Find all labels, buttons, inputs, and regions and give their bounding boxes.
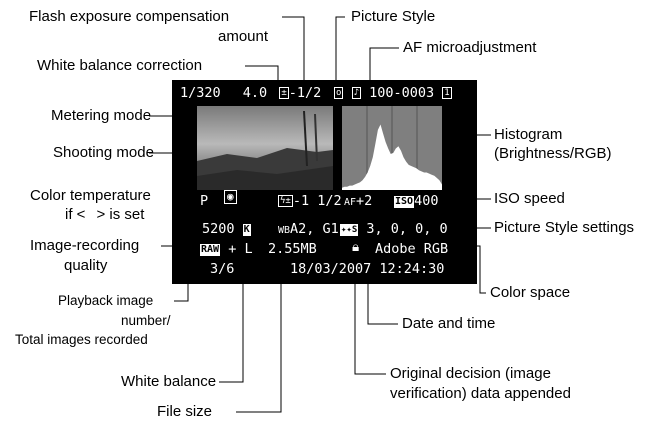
k-icon [85, 209, 97, 220]
odd-label-2: verification) data appended [390, 385, 571, 402]
af-adjust-icon: AF [344, 197, 357, 208]
date-time-label: Date and time [402, 315, 496, 332]
histogram [342, 106, 442, 190]
color-temp-label: Color temperature [30, 187, 151, 204]
exposure-comp: -1/2 [288, 85, 322, 101]
histogram-area [342, 124, 442, 190]
flash-comp-label: Flash exposure compensation [29, 8, 230, 25]
quality-row: RAW + L [200, 241, 253, 257]
metering-mode-icon: ◉ [224, 190, 237, 206]
flash-comp-label-2: amount [218, 28, 269, 45]
playback-label-2: number/ [121, 313, 171, 328]
iso-label: ISO speed [494, 190, 565, 207]
protect-icon: o [334, 87, 344, 99]
af-micro-label: AF microadjustment [403, 39, 537, 56]
file-size-label: File size [157, 403, 213, 420]
shooting-mode-label: Shooting mode [53, 144, 154, 161]
image-quality-label: Image-recording [30, 237, 140, 254]
screen-top-right: o ♪ 100-0003 1 [334, 85, 452, 101]
file-size: 2.55MB [268, 241, 317, 257]
af-adjust-value: +2 [356, 193, 373, 209]
shooting-mode: P [200, 193, 209, 209]
histogram-label-2: (Brightness/RGB) [494, 145, 612, 162]
thumbnail-image [197, 106, 333, 190]
ps-settings-label: Picture Style settings [494, 219, 635, 236]
color-temp-row: 5200 K [202, 221, 251, 237]
wb-k-badge: K [242, 224, 251, 236]
picture-style-label: Picture Style [351, 8, 436, 25]
playback-label-3: Total images recorded [15, 332, 148, 347]
iso-badge: ISO [394, 196, 415, 208]
flash-comp-icon: ϟ± [278, 195, 293, 207]
white-balance-label: White balance [121, 373, 217, 390]
picture-style-row: ✦✦S 3, 0, 0, 0 [340, 221, 448, 237]
folder-file-number: 100-0003 [369, 85, 435, 101]
color-temp-value: 5200 [202, 221, 235, 237]
playback-number: 3/6 [210, 261, 235, 277]
metering-mode-label: Metering mode [51, 107, 152, 124]
aperture: 4.0 [242, 85, 268, 101]
iso-row: ISO400 [394, 193, 438, 209]
color-temp-label-2: if <> is set [65, 206, 145, 223]
camera-lcd-screen: 1/320 4.0 ±-1/2 o ♪ 100-0003 1 P ◉ ϟ±-1 … [172, 80, 477, 284]
histogram-label: Histogram [494, 126, 563, 143]
picture-style-values: 3, 0, 0, 0 [366, 221, 448, 237]
raw-badge: RAW [200, 244, 221, 256]
wb-shift-value: A2, G1 [290, 221, 339, 237]
flash-comp-value: -1 1/2 [292, 193, 342, 209]
iso-value: 400 [414, 193, 439, 209]
exposure-comp-icon: ± [279, 87, 289, 99]
af-adjust-row: AF+2 [344, 193, 372, 211]
shutter-speed: 1/320 [180, 85, 221, 101]
color-space: Adobe RGB [375, 241, 449, 257]
wb-shift-icon: WB [278, 225, 291, 236]
histogram-chart [342, 106, 442, 190]
color-space-label: Color space [490, 284, 571, 301]
wb-shift-row: WBA2, G1 [278, 221, 339, 239]
odd-label: Original decision (image [390, 365, 551, 382]
lock-icon: 🔒︎ [352, 239, 360, 255]
quality-tail: + L [228, 241, 253, 257]
date-time: 18/03/2007 12:24:30 [290, 261, 445, 277]
picture-style-badge: ✦✦S [340, 224, 359, 236]
card-icon: 1 [442, 87, 452, 99]
screen-top-row: 1/320 4.0 ±-1/2 [180, 85, 321, 101]
image-quality-label-2: quality [64, 257, 108, 274]
flash-comp-row: ϟ±-1 1/2 [278, 193, 342, 209]
landscape-photo [197, 110, 333, 190]
wb-correction-label: White balance correction [37, 57, 203, 74]
audio-icon: ♪ [351, 87, 361, 99]
playback-label: Playback image [58, 293, 154, 308]
